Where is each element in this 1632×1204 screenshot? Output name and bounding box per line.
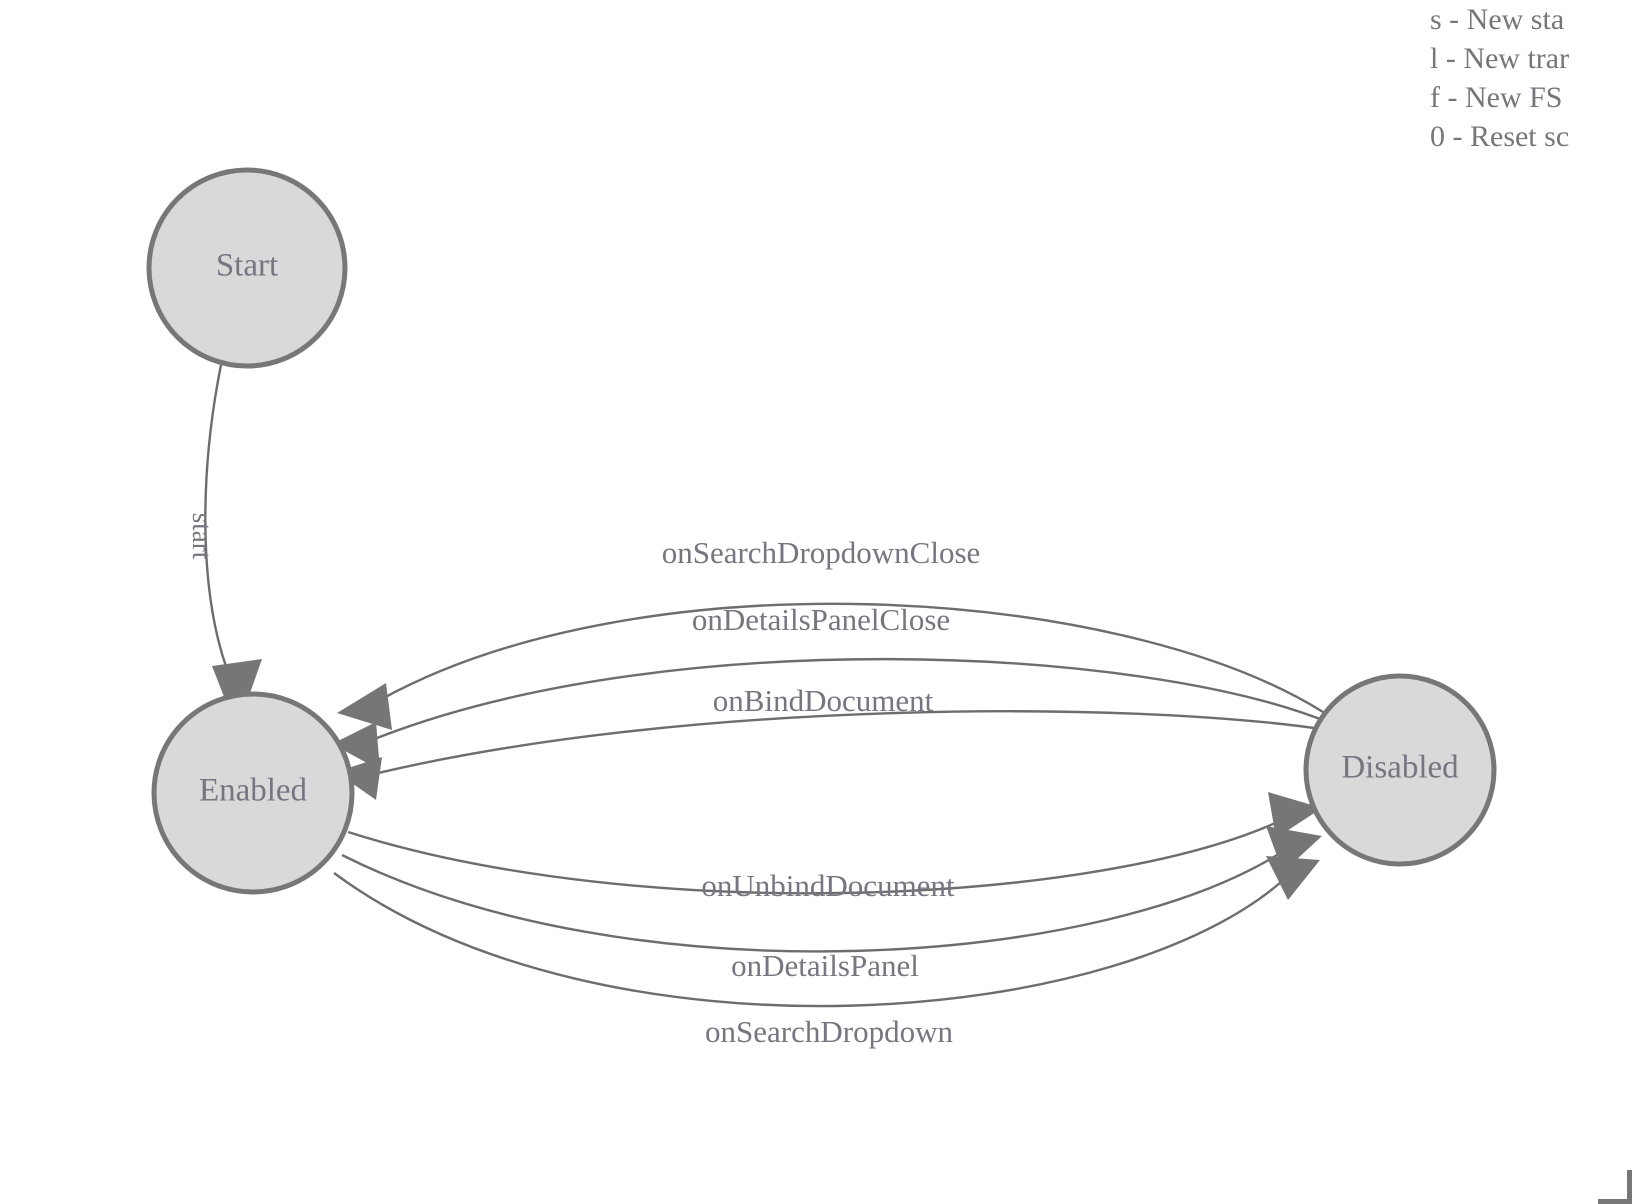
state-start-label: Start [216, 248, 278, 284]
transition-onsearchdropdown-path[interactable] [333, 871, 1293, 1008]
transition-ondetailspanelclose-path[interactable] [371, 657, 1331, 742]
transition-onbinddocument-arrowhead [336, 757, 382, 800]
transition-label-onsearchdropdown: onSearchDropdown [705, 1014, 953, 1049]
canvas-corner-handle[interactable] [1598, 1170, 1632, 1204]
transition-onunbinddocument[interactable] [347, 792, 1322, 895]
transition-onunbinddocument-arrowhead [1268, 792, 1322, 838]
transition-onbinddocument-path[interactable] [369, 710, 1329, 777]
transition-label-onsearchdropdownclose: onSearchDropdownClose [662, 535, 981, 570]
transition-label-ondetailspanelclose: onDetailsPanelClose [692, 602, 950, 637]
state-node-disabled[interactable]: Disabled [1303, 673, 1497, 867]
state-node-start[interactable]: Start [146, 167, 348, 369]
transition-onsearchdropdownclose-path[interactable] [379, 602, 1324, 714]
transition-label-ondetailspanel: onDetailsPanel [731, 948, 919, 983]
state-disabled-circle[interactable] [1303, 673, 1497, 867]
transition-ondetailspanelclose-arrowhead [332, 722, 380, 770]
transition-onsearchdropdown-arrowhead [1266, 856, 1320, 900]
state-node-enabled[interactable]: Enabled [151, 691, 355, 895]
state-enabled-label: Enabled [199, 773, 308, 809]
transition-onsearchdropdownclose[interactable] [337, 602, 1324, 730]
transition-label-start: start [187, 513, 217, 560]
state-disabled-label: Disabled [1341, 750, 1459, 786]
transition-onsearchdropdownclose-arrowhead [337, 683, 392, 730]
transition-onsearchdropdown[interactable] [333, 856, 1320, 1008]
transition-start-path[interactable] [204, 364, 230, 673]
transition-onunbinddocument-path[interactable] [347, 818, 1283, 895]
transition-ondetailspanelclose[interactable] [332, 657, 1331, 770]
state-enabled-circle[interactable] [151, 691, 355, 895]
transition-onbinddocument[interactable] [336, 710, 1329, 800]
state-start-circle[interactable] [146, 167, 348, 369]
transition-ondetailspanel-path[interactable] [341, 847, 1289, 953]
transition-label-onbinddocument: onBindDocument [713, 683, 934, 718]
transition-label-onunbinddocument: onUnbindDocument [701, 868, 955, 903]
